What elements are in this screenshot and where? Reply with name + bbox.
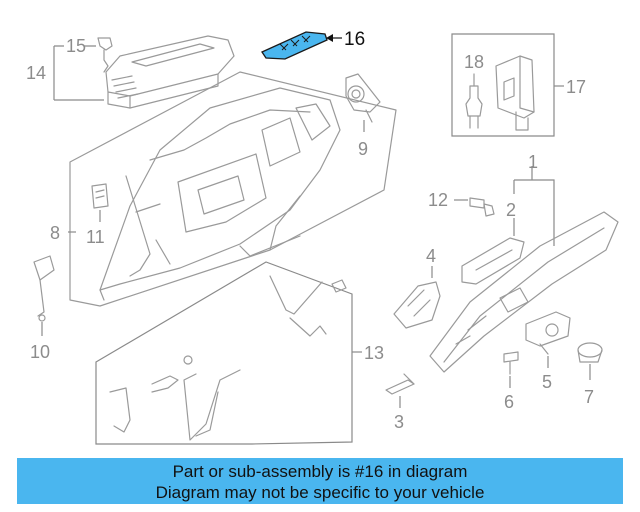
callout-12[interactable]: 12 [428, 190, 448, 210]
callout-1[interactable]: 1 [528, 152, 538, 172]
leader-16-arrow [326, 34, 333, 42]
part-2-handle[interactable] [461, 237, 525, 285]
callout-2[interactable]: 2 [506, 200, 516, 220]
frame-17 [451, 33, 555, 137]
callout-11[interactable]: 11 [86, 227, 105, 247]
callout-4[interactable]: 4 [426, 246, 436, 266]
info-banner: Part or sub-assembly is #16 in diagram D… [17, 458, 623, 504]
part-9-damper[interactable] [345, 73, 381, 123]
part-18-bulb[interactable] [465, 73, 483, 129]
callout-7[interactable]: 7 [584, 387, 594, 407]
part-14-duct[interactable] [105, 35, 235, 109]
leader-1 [513, 166, 555, 246]
callout-16[interactable]: 16 [344, 29, 365, 50]
part-6-screw[interactable] [503, 351, 519, 375]
banner-line-2: Diagram may not be specific to your vehi… [155, 483, 485, 502]
part-5-lock[interactable] [525, 311, 571, 355]
part-13-cable-assembly[interactable] [109, 275, 347, 441]
callout-18[interactable]: 18 [464, 52, 484, 72]
part-17-switch[interactable] [495, 55, 535, 131]
part-10-strut[interactable] [33, 255, 55, 322]
part-3-pin[interactable] [385, 373, 415, 395]
part-8-glove-box-housing[interactable] [69, 71, 397, 307]
frame-13 [95, 261, 353, 445]
callout-5[interactable]: 5 [542, 372, 552, 392]
part-4-latch[interactable] [393, 281, 441, 329]
part-1-glove-box-lid[interactable] [429, 211, 619, 373]
callout-17[interactable]: 17 [566, 77, 586, 97]
callout-15[interactable]: 15 [66, 36, 86, 56]
leader-14-15 [53, 45, 104, 101]
part-15-clip[interactable] [97, 37, 113, 73]
callout-8[interactable]: 8 [50, 223, 60, 243]
part-7-bumper[interactable] [577, 342, 603, 363]
callout-13[interactable]: 13 [364, 343, 384, 363]
part-16-highlighted-pad[interactable] [261, 31, 328, 60]
callout-10[interactable]: 10 [30, 342, 50, 362]
banner-line-1: Part or sub-assembly is #16 in diagram [172, 462, 468, 481]
callout-6[interactable]: 6 [504, 392, 514, 412]
part-12-screw[interactable] [469, 197, 495, 217]
callout-14[interactable]: 14 [26, 63, 46, 83]
callout-3[interactable]: 3 [394, 412, 404, 432]
callout-9[interactable]: 9 [358, 139, 368, 159]
part-11-bracket[interactable] [91, 183, 109, 209]
